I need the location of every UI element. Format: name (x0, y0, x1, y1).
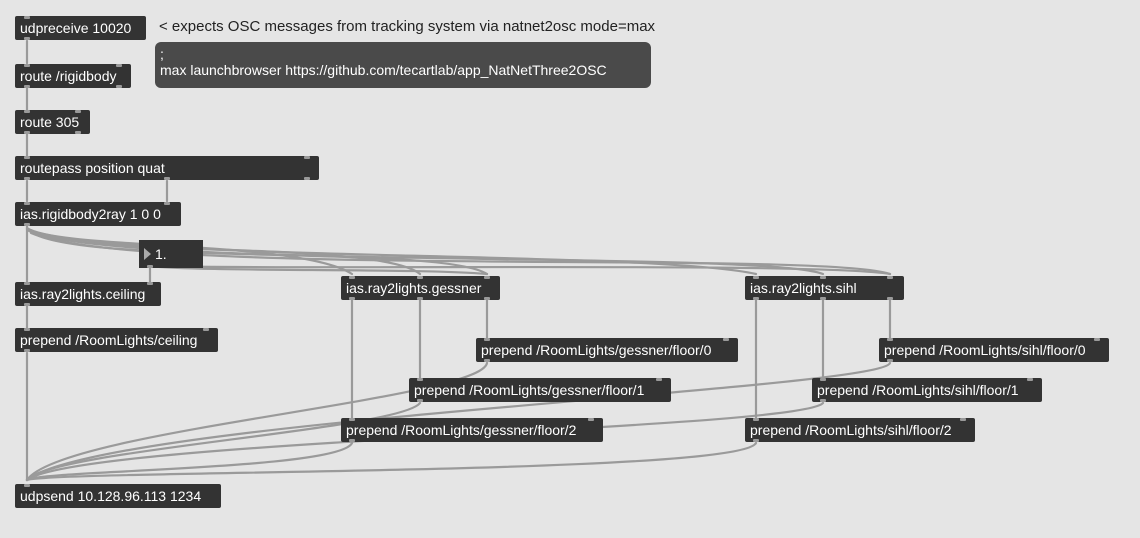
object-text: prepend /RoomLights/gessner/floor/0 (481, 342, 712, 358)
routepass-object[interactable]: routepass position quat (15, 156, 319, 180)
object-text: prepend /RoomLights/sihl/floor/2 (750, 422, 952, 438)
outlet[interactable] (820, 399, 826, 402)
inlet[interactable] (960, 418, 966, 421)
prepend-sihl-floor-1-object[interactable]: prepend /RoomLights/sihl/floor/1 (812, 378, 1042, 402)
number-triangle-icon (144, 248, 151, 260)
inlet[interactable] (24, 16, 30, 19)
outlet[interactable] (484, 297, 490, 300)
outlet[interactable] (147, 265, 153, 268)
inlet[interactable] (24, 328, 30, 331)
outlet[interactable] (24, 303, 30, 306)
patch-cord (25, 441, 354, 482)
outlet[interactable] (753, 297, 759, 300)
udpreceive-object[interactable]: udpreceive 10020 (15, 16, 146, 40)
inlet[interactable] (75, 110, 81, 113)
outlet[interactable] (753, 439, 759, 442)
outlet[interactable] (349, 297, 355, 300)
ray2lights-gessner-object[interactable]: ias.ray2lights.gessner (341, 276, 500, 300)
object-text: route /rigidbody (20, 68, 117, 84)
inlet[interactable] (887, 338, 893, 341)
outlet[interactable] (24, 223, 30, 226)
rigidbody2ray-object[interactable]: ias.rigidbody2ray 1 0 0 (15, 202, 181, 226)
comment-osc: < expects OSC messages from tracking sys… (159, 18, 656, 35)
outlet[interactable] (887, 297, 893, 300)
patch-cord (148, 264, 892, 276)
outlet[interactable] (820, 297, 826, 300)
object-text: udpsend 10.128.96.113 1234 (20, 488, 202, 504)
object-text: ias.rigidbody2ray 1 0 0 (20, 206, 161, 222)
inlet[interactable] (417, 276, 423, 279)
inlet[interactable] (24, 156, 30, 159)
inlet[interactable] (484, 276, 490, 279)
inlet[interactable] (24, 202, 30, 205)
inlet[interactable] (24, 110, 30, 113)
inlet[interactable] (304, 156, 310, 159)
inlet[interactable] (1027, 378, 1033, 381)
inlet[interactable] (723, 338, 729, 341)
outlet[interactable] (887, 359, 893, 362)
route-rigidbody-object[interactable]: route /rigidbody (15, 64, 131, 88)
inlet[interactable] (116, 64, 122, 67)
object-text: prepend /RoomLights/gessner/floor/2 (346, 422, 577, 438)
inlet[interactable] (820, 378, 826, 381)
prepend-gessner-floor-0-object[interactable]: prepend /RoomLights/gessner/floor/0 (476, 338, 738, 362)
object-text: ias.ray2lights.gessner (346, 280, 482, 296)
inlet[interactable] (656, 378, 662, 381)
launchbrowser-message[interactable]: ; max launchbrowser https://github.com/t… (155, 42, 651, 88)
ray2lights-sihl-object[interactable]: ias.ray2lights.sihl (745, 276, 904, 300)
inlet[interactable] (1094, 338, 1100, 341)
object-text: prepend /RoomLights/gessner/floor/1 (414, 382, 645, 398)
inlet[interactable] (147, 282, 153, 285)
prepend-gessner-floor-2-object[interactable]: prepend /RoomLights/gessner/floor/2 (341, 418, 603, 442)
prepend-ceiling-object[interactable]: prepend /RoomLights/ceiling (15, 328, 218, 352)
outlet[interactable] (24, 85, 30, 88)
inlet[interactable] (24, 282, 30, 285)
outlet[interactable] (304, 177, 310, 180)
inlet[interactable] (484, 338, 490, 341)
patch-cord (27, 228, 422, 276)
inlet[interactable] (24, 484, 30, 487)
inlet[interactable] (887, 276, 893, 279)
object-text: route 305 (20, 114, 80, 130)
outlet[interactable] (164, 177, 170, 180)
outlet[interactable] (75, 131, 81, 134)
route-305-object[interactable]: route 305 (15, 110, 90, 134)
inlet[interactable] (588, 418, 594, 421)
outlet[interactable] (24, 177, 30, 180)
inlet[interactable] (24, 64, 30, 67)
object-text: ias.ray2lights.sihl (750, 280, 857, 296)
outlet[interactable] (24, 37, 30, 40)
prepend-sihl-floor-2-object[interactable]: prepend /RoomLights/sihl/floor/2 (745, 418, 975, 442)
object-text: udpreceive 10020 (20, 20, 132, 36)
patch-cord (29, 230, 489, 276)
object-text: prepend /RoomLights/sihl/floor/0 (884, 342, 1086, 358)
object-text: prepend /RoomLights/ceiling (20, 332, 198, 348)
prepend-sihl-floor-0-object[interactable]: prepend /RoomLights/sihl/floor/0 (879, 338, 1109, 362)
outlet[interactable] (349, 439, 355, 442)
inlet[interactable] (753, 418, 759, 421)
outlet[interactable] (484, 359, 490, 362)
inlet[interactable] (203, 328, 209, 331)
object-text: prepend /RoomLights/sihl/floor/1 (817, 382, 1019, 398)
float-number-box[interactable]: 1. (139, 240, 203, 268)
outlet[interactable] (417, 297, 423, 300)
inlet[interactable] (349, 276, 355, 279)
ray2lights-ceiling-object[interactable]: ias.ray2lights.ceiling (15, 282, 161, 306)
object-text: ias.ray2lights.ceiling (20, 286, 146, 302)
object-text: routepass position quat (20, 160, 165, 176)
outlet[interactable] (24, 131, 30, 134)
outlet[interactable] (417, 399, 423, 402)
outlet[interactable] (24, 349, 30, 352)
inlet[interactable] (417, 378, 423, 381)
prepend-gessner-floor-1-object[interactable]: prepend /RoomLights/gessner/floor/1 (409, 378, 671, 402)
patch-cord (25, 227, 758, 276)
number-value: 1. (155, 246, 167, 262)
outlet[interactable] (116, 85, 122, 88)
inlet[interactable] (753, 276, 759, 279)
inlet[interactable] (164, 202, 170, 205)
inlet[interactable] (349, 418, 355, 421)
udpsend-object[interactable]: udpsend 10.128.96.113 1234 (15, 484, 221, 508)
inlet[interactable] (820, 276, 826, 279)
patch-cord (25, 441, 758, 482)
